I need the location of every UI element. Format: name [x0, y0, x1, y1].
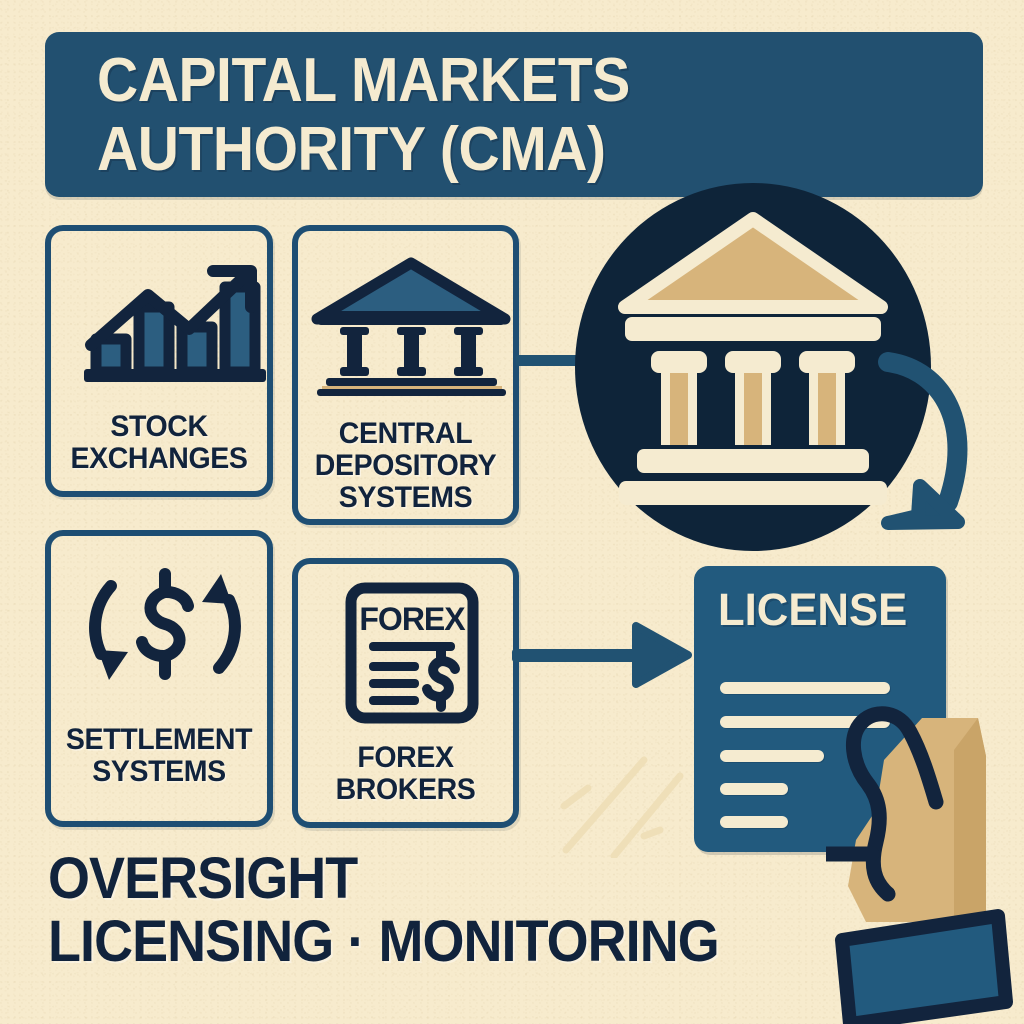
license-text-line	[720, 816, 788, 828]
connector-depository-to-emblem	[516, 355, 586, 366]
license-text-line	[720, 716, 890, 728]
card-label-stock-exchanges: STOCK EXCHANGES	[70, 410, 248, 475]
bank-building-icon	[298, 249, 513, 397]
curved-arrow-down-icon	[862, 330, 1002, 555]
card-label-settlement-systems: SETTLEMENT SYSTEMS	[65, 723, 253, 788]
arrow-right-icon	[512, 608, 694, 702]
license-text-line	[720, 750, 824, 762]
card-forex-brokers[interactable]: FOREX FOREX BROKERS	[292, 558, 519, 828]
page-title: CAPITAL MARKETS AUTHORITY (CMA)	[97, 46, 630, 185]
card-settlement-systems[interactable]: SETTLEMENT SYSTEMS	[45, 530, 273, 827]
license-title: LICENSE	[718, 584, 908, 635]
forex-document-icon: FOREX	[298, 578, 513, 728]
footer-tagline: OVERSIGHT LICENSING · MONITORING	[48, 846, 720, 974]
card-label-forex-brokers: FOREX BROKERS	[335, 741, 476, 806]
bar-chart-growth-icon	[51, 249, 267, 389]
card-central-depository-systems[interactable]: CENTRAL DEPOSITORY SYSTEMS	[292, 225, 519, 525]
header-banner: CAPITAL MARKETS AUTHORITY (CMA)	[45, 32, 983, 197]
license-text-line	[720, 682, 890, 694]
hand-holding-icon	[818, 690, 1024, 1024]
card-stock-exchanges[interactable]: STOCK EXCHANGES	[45, 225, 273, 497]
dollar-refresh-cycle-icon	[51, 552, 267, 702]
license-text-line	[720, 783, 788, 795]
decorative-streaks	[548, 748, 688, 860]
classical-bank-emblem-icon	[575, 183, 931, 551]
svg-text:FOREX: FOREX	[359, 601, 466, 637]
card-label-central-depository-systems: CENTRAL DEPOSITORY SYSTEMS	[314, 417, 497, 514]
